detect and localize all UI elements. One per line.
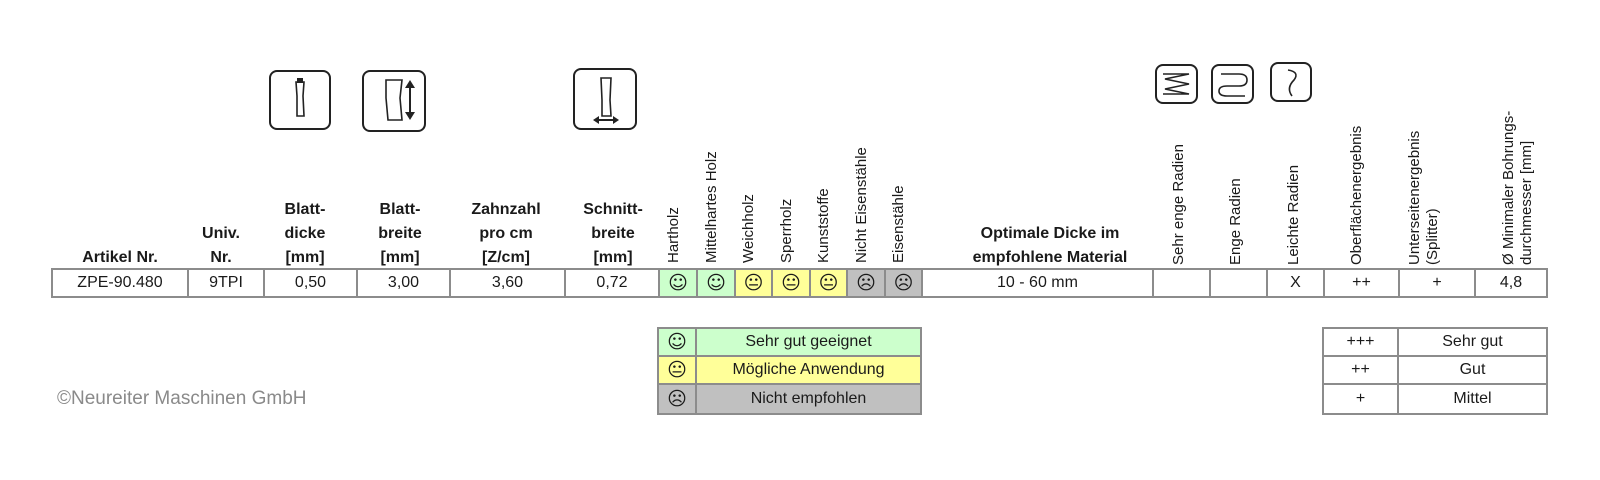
header-hartholz: Hartholz (665, 207, 682, 263)
rating-legend: ☺ Sehr gut geeignet 😐 Mögliche Anwendung… (657, 327, 922, 415)
cell-artikel: ZPE-90.480 (53, 270, 189, 296)
header-zahnzahl: Zahnzahl pro cm [Z/cm] (471, 201, 541, 266)
cell-schnittbreite: 0,72 (566, 270, 660, 296)
cell-univ: 9TPI (189, 270, 265, 296)
legend-row-possible: 😐 Mögliche Anwendung (659, 357, 920, 385)
quality-label: Mittel (1453, 390, 1492, 407)
header-eisenstaehle: Eisenstähle (890, 185, 907, 263)
cell-zahnzahl: 3,60 (451, 270, 566, 296)
quality-symbol: + (1324, 385, 1399, 413)
header-oberflaeche: Oberflächenergebnis (1348, 125, 1365, 265)
cell-unterseite: + (1400, 270, 1476, 296)
smiley-neutral-icon: 😐 (781, 271, 801, 294)
kerf-width-icon (573, 68, 637, 130)
legend-row-good: ☺ Sehr gut geeignet (659, 329, 920, 357)
header-nicht-eisenstaehle: Nicht Eisenstähle (853, 147, 870, 263)
tight-radius-icon (1211, 64, 1254, 104)
header-kunststoffe: Kunststoffe (815, 188, 832, 263)
quality-row-medium: + Mittel (1324, 385, 1546, 413)
cell-bohrung: 4,8 (1499, 274, 1523, 291)
header-bohrung: Ø Minimaler Bohrungs- (1500, 110, 1517, 265)
header-univ: Univ. Nr. (202, 225, 240, 266)
legend-label-good: Sehr gut geeignet (697, 329, 920, 355)
smiley-neutral-icon: 😐 (743, 271, 764, 294)
quality-legend: +++ Sehr gut ++ Gut + Mittel (1322, 327, 1548, 415)
header-enge-radien: Enge Radien (1227, 178, 1244, 265)
quality-row-good: ++ Gut (1324, 357, 1546, 385)
header-schnittbreite: Schnitt- breite [mm] (583, 201, 643, 266)
quality-label: Sehr gut (1442, 333, 1503, 350)
cell-nicht-eisenstaehle: ☹ (848, 270, 886, 296)
cell-leichte-radien: X (1268, 270, 1325, 296)
header-blattbreite: Blatt- breite [mm] (378, 201, 422, 266)
header-artikel: Artikel Nr. (82, 249, 158, 266)
header-weichholz: Weichholz (740, 194, 757, 263)
legend-label-bad: Nicht empfohlen (697, 385, 920, 413)
cell-enge-radien (1211, 270, 1268, 296)
light-radius-icon (1270, 62, 1312, 102)
header-optimale-dicke: Optimale Dicke im empfohlene Material (972, 225, 1128, 266)
header-mittelhartes-holz: Mittelhartes Holz (703, 151, 720, 263)
smiley-neutral-icon: 😐 (667, 358, 687, 381)
very-tight-radius-icon (1155, 64, 1198, 104)
smiley-bad-icon: ☹ (893, 271, 914, 294)
quality-label: Gut (1459, 361, 1486, 378)
blade-width-icon (362, 70, 426, 132)
smiley-good-icon: ☺ (706, 271, 726, 294)
cell-sperrholz: 😐 (773, 270, 811, 296)
header-blattdicke: Blatt- dicke [mm] (284, 201, 326, 266)
cell-oberflaeche: ++ (1325, 270, 1400, 296)
cell-weichholz: 😐 (736, 270, 773, 296)
quality-symbol: ++ (1324, 357, 1399, 383)
smiley-neutral-icon: 😐 (818, 271, 839, 294)
quality-symbol: +++ (1324, 329, 1399, 355)
header-unterseite: Unterseitenergebnis (1406, 130, 1423, 265)
legend-label-possible: Mögliche Anwendung (697, 357, 920, 383)
copyright-notice: ©Neureiter Maschinen GmbH (57, 388, 307, 409)
cell-sehr-enge-radien (1154, 270, 1211, 296)
cell-mittelhartes-holz: ☺ (698, 270, 736, 296)
cell-hartholz: ☺ (660, 270, 698, 296)
header-sehr-enge-radien: Sehr enge Radien (1170, 144, 1187, 265)
cell-blattdicke: 0,50 (265, 270, 358, 296)
cell-kunststoffe: 😐 (811, 270, 848, 296)
blade-thickness-icon (269, 70, 331, 130)
header-leichte-radien: Leichte Radien (1285, 164, 1302, 265)
quality-row-very-good: +++ Sehr gut (1324, 329, 1546, 357)
cell-eisenstaehle: ☹ (886, 270, 923, 296)
header-bohrung-durchmesser: durchmesser [mm] (1518, 140, 1535, 265)
legend-row-bad: ☹ Nicht empfohlen (659, 385, 920, 413)
header-sperrholz: Sperrholz (778, 198, 795, 263)
table-row: ZPE-90.480 9TPI 0,50 3,00 3,60 0,72 ☺ ☺ … (51, 268, 1548, 298)
smiley-bad-icon: ☹ (856, 271, 876, 294)
cell-optimale-dicke: 10 - 60 mm (923, 270, 1154, 296)
smiley-good-icon: ☺ (667, 330, 687, 353)
smiley-bad-icon: ☹ (667, 387, 687, 410)
smiley-good-icon: ☺ (668, 271, 688, 294)
header-unterseite-splitter: (Splitter) (1424, 208, 1441, 265)
cell-blattbreite: 3,00 (358, 270, 451, 296)
